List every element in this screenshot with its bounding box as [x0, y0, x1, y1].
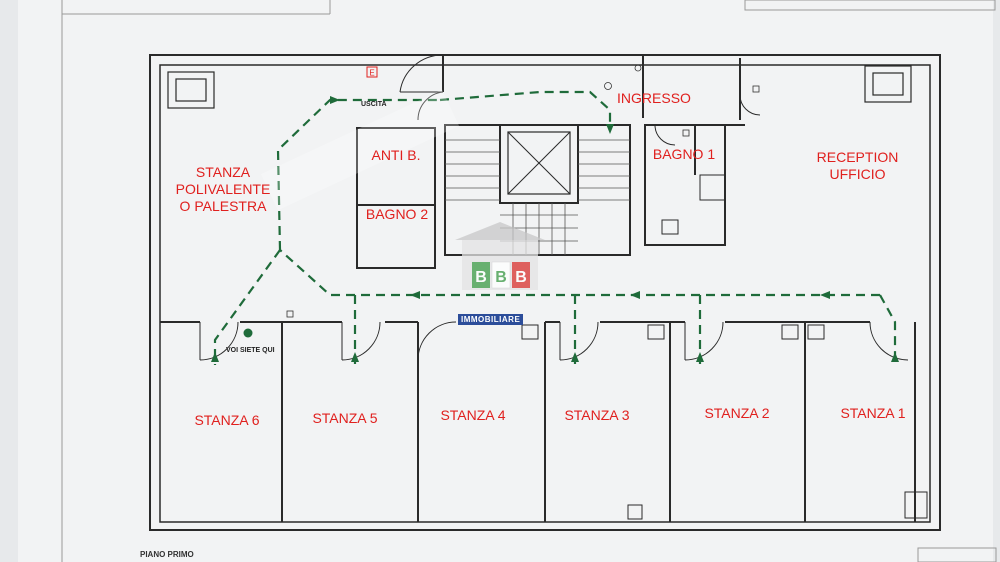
safety-symbols	[286, 64, 760, 318]
room-label-stanza-5: STANZA 5	[312, 410, 378, 426]
corner-columns	[167, 65, 912, 109]
exit-sign-icon	[366, 66, 378, 78]
svg-text:B: B	[495, 269, 507, 286]
route-arrows	[211, 96, 899, 362]
exit-sign-letter: E	[369, 69, 374, 78]
title-block-bottom	[917, 547, 997, 562]
exit-label: USCITA	[361, 101, 387, 108]
room-label-stanza-4: STANZA 4	[440, 407, 506, 423]
you-are-here-dot	[243, 328, 253, 338]
room-label-stanza-6: STANZA 6	[194, 412, 260, 428]
room-label-stanza-2: STANZA 2	[704, 405, 770, 421]
svg-text:B: B	[515, 269, 527, 286]
room-label-reception: RECEPTION UFFICIO	[816, 149, 899, 182]
watermark-text: IMMOBILIARE	[458, 314, 524, 325]
title-block-top	[744, 0, 996, 11]
door-swings	[199, 54, 909, 361]
room-label-palestra: STANZA POLIVALENTE O PALESTRA	[175, 164, 271, 214]
room-label-bagno-2: BAGNO 2	[365, 206, 429, 222]
sanitary-fixtures	[521, 174, 928, 520]
room-label-bagno-1: BAGNO 1	[652, 146, 716, 162]
photo-glare	[260, 89, 460, 211]
you-are-here-label: VOI SIETE QUI	[226, 347, 275, 354]
room-label-stanza-1: STANZA 1	[840, 405, 906, 421]
svg-text:B: B	[475, 269, 487, 286]
floor-caption: PIANO PRIMO	[140, 550, 194, 559]
room-label-anti-b: ANTI B.	[371, 147, 421, 163]
agency-watermark-logo: B B B	[455, 222, 545, 290]
room-label-ingresso: INGRESSO	[617, 90, 691, 106]
room-label-stanza-3: STANZA 3	[564, 407, 630, 423]
